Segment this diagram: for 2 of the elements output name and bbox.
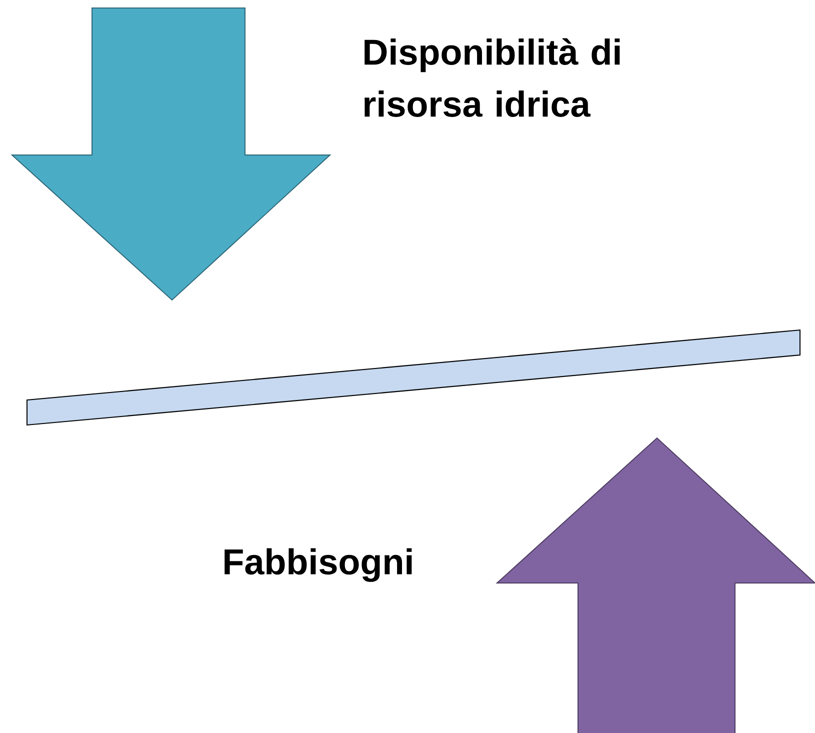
arrow-label: Disponibilità di risorsa idrica xyxy=(364,38,620,117)
arrow-label: Fabbisogni xyxy=(224,548,412,582)
